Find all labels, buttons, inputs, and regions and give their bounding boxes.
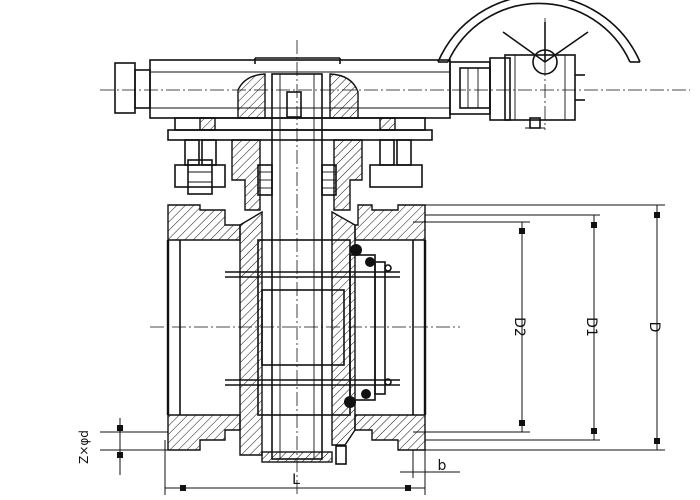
- d2-label: D2: [511, 317, 527, 337]
- handwheel: [437, 0, 641, 75]
- mounting-studs: [174, 139, 423, 195]
- butterfly-disc: [225, 239, 400, 416]
- gearbox: [114, 54, 585, 141]
- dimension-labels: D2 D1 D L b Z×φd: [77, 317, 662, 488]
- valve-body: [166, 204, 427, 465]
- d-label: D: [646, 322, 662, 333]
- stem: [271, 73, 323, 460]
- bolts-label: Z×φd: [77, 430, 91, 464]
- bonnet: [231, 139, 363, 211]
- dimension-lines: [100, 204, 665, 495]
- d1-label: D1: [583, 317, 599, 337]
- l-label: L: [292, 472, 300, 488]
- b-label: b: [438, 458, 447, 474]
